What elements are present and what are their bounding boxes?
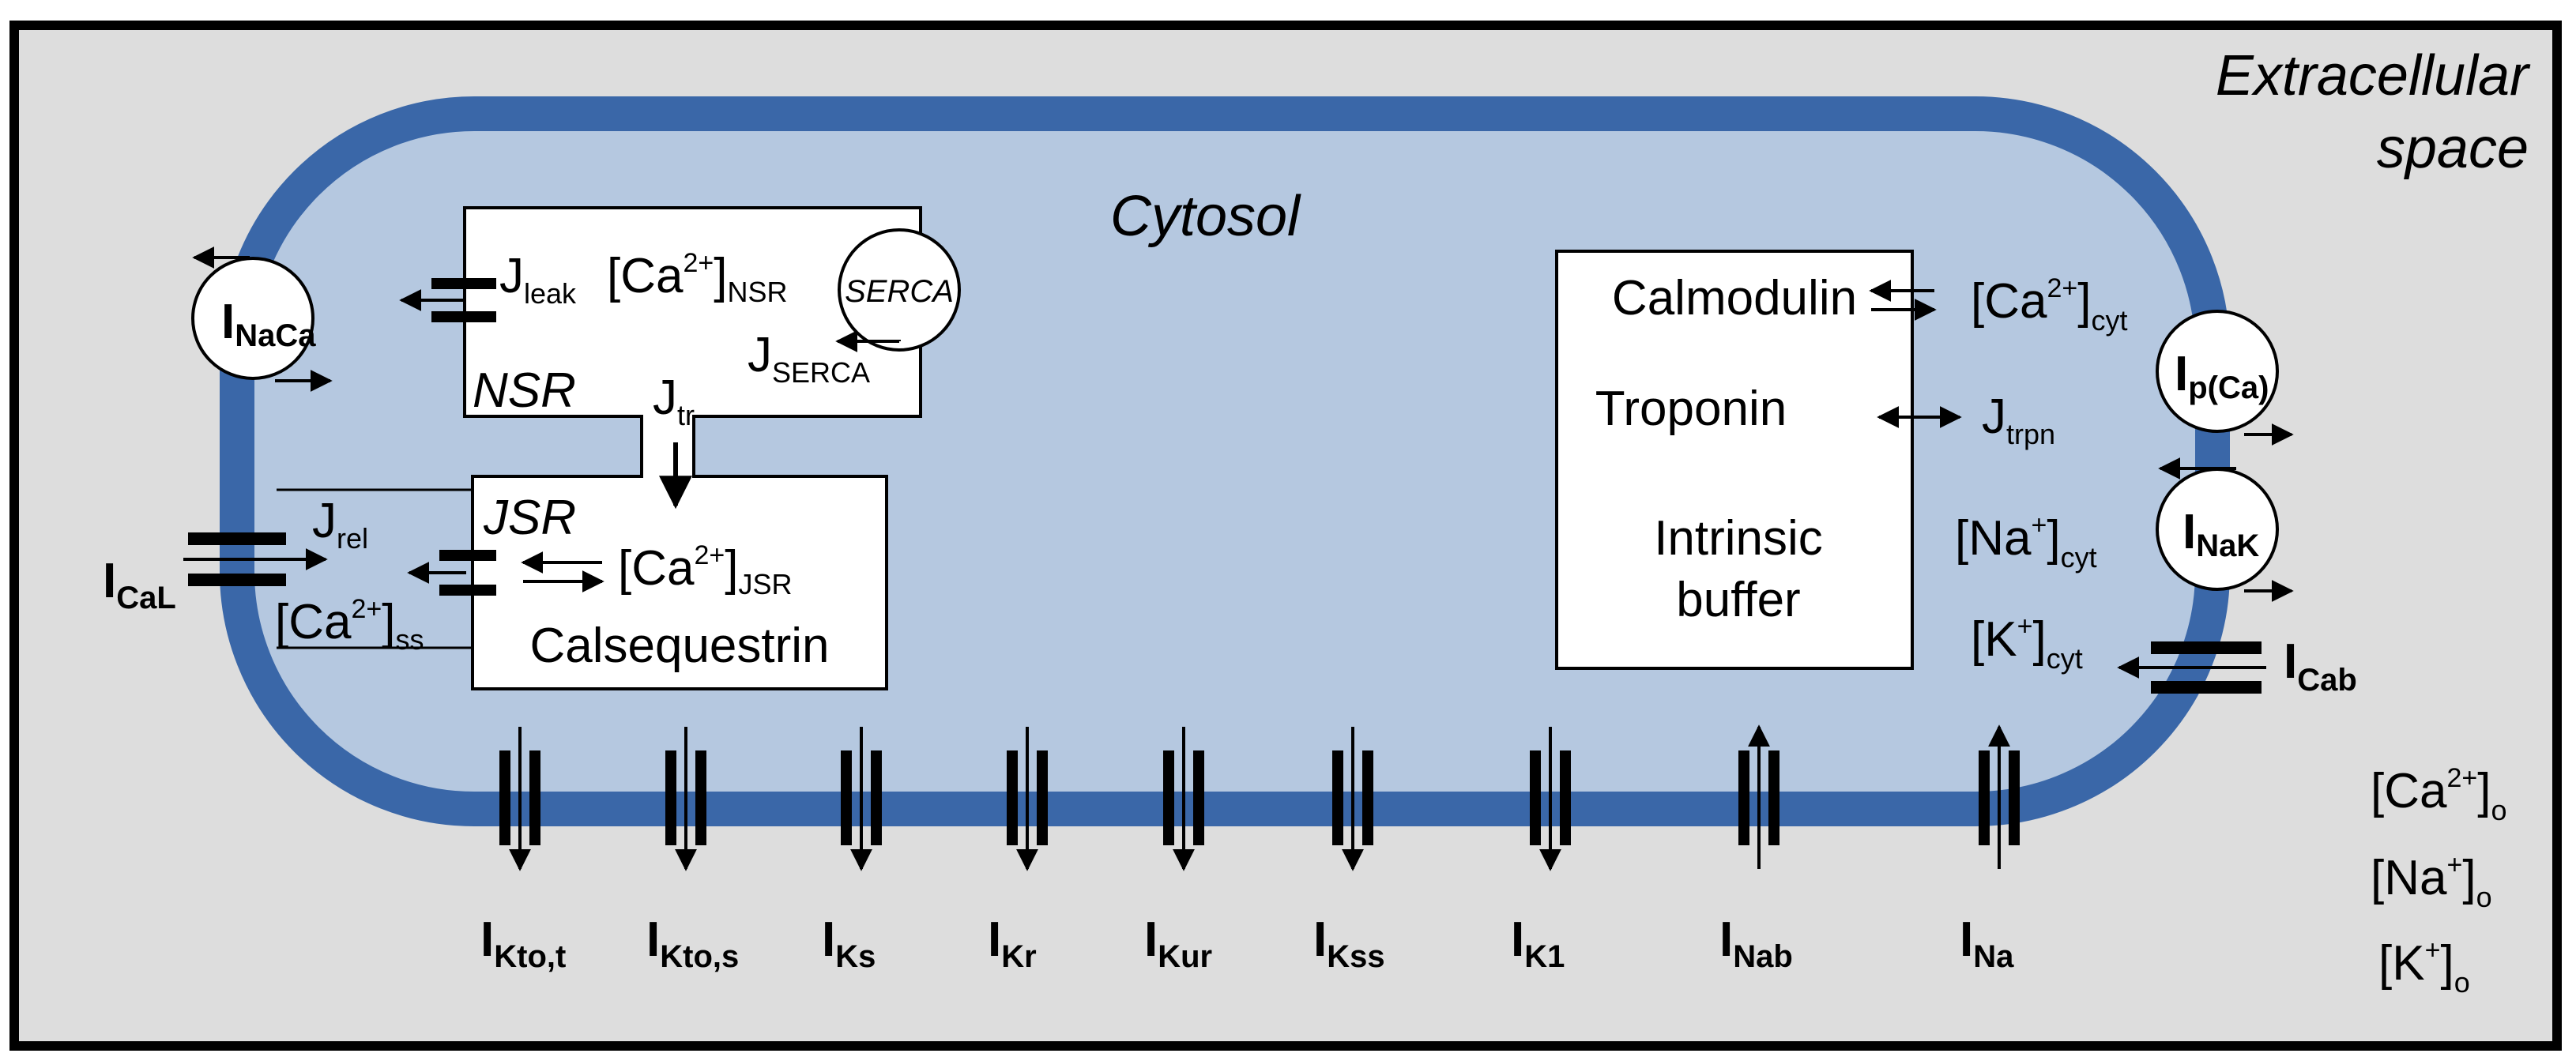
i-naca-label: INaCa [221,295,316,353]
extracellular-label-line2: space [2377,117,2529,180]
release-channel [407,550,496,596]
current-label: IK1 [1511,912,1565,974]
calmodulin-equilibrium-arrows [1869,280,1937,321]
channel-kto-t [499,727,540,871]
channel-kur [1163,727,1204,871]
current-label: IKto,s [646,912,739,974]
channel-ks [841,727,882,871]
current-label: IKs [822,912,876,974]
current-label: IKss [1313,912,1385,974]
bottom-channel-row: IKto,t IKto,s IKs IKr IKur IKss IK1 INab INa [480,724,2020,974]
i-pca-label: Ip(Ca) [2175,347,2269,405]
ca-nsr-concentration: [Ca2+]NSR [607,248,788,308]
pca-pump [2156,310,2279,433]
naca-exchanger [191,257,314,380]
channel-kr [1007,727,1048,871]
cal-channel [183,532,328,586]
current-label: INab [1719,912,1793,974]
ca-ss-concentration: [Ca2+]ss [275,594,424,656]
jsr-equilibrium-arrows [521,551,604,592]
k-cyt-concentration: [K+]cyt [1971,611,2083,675]
nsr-label: NSR [473,363,576,418]
cytosol-label: Cytosol [1110,185,1301,248]
channel-kto-s [665,727,706,871]
troponin-label: Troponin [1595,382,1787,436]
intrinsic-label-line1: Intrinsic [1654,511,1823,566]
i-cal-label: ICaL [103,554,176,615]
current-label: IKto,t [480,912,566,974]
leak-channel [399,278,496,322]
na-cyt-concentration: [Na+]cyt [1955,510,2097,574]
serca-pump [838,228,961,352]
channel-nab [1738,724,1779,869]
channel-kss [1332,727,1373,871]
j-trpn-label: Jtrpn [1982,389,2055,450]
ca-cyt-concentration: [Ca2+]cyt [1971,273,2128,337]
calsequestrin-label: Calsequestrin [529,619,829,673]
ca-jsr-concentration: [Ca2+]JSR [618,540,793,600]
i-nak-label: INaK [2182,505,2259,563]
current-label: IKur [1144,912,1212,974]
current-label: INa [1960,912,2014,974]
intrinsic-label-line2: buffer [1676,573,1800,627]
j-tr-label: Jtr [653,371,695,431]
j-leak-label: Jleak [499,249,577,310]
serca-label: SERCA [845,274,954,309]
i-cab-label: ICab [2284,634,2357,698]
calmodulin-label: Calmodulin [1612,271,1857,325]
channel-na [1979,724,2020,869]
cab-channel [2117,641,2266,694]
current-label: IKr [988,912,1037,974]
ca-o-concentration: [Ca2+]o [2371,763,2507,826]
na-o-concentration: [Na+]o [2371,850,2492,913]
channel-k1 [1530,727,1571,871]
k-o-concentration: [K+]o [2378,935,2470,999]
extracellular-label-line1: Extracellular [2216,44,2531,107]
j-serca-label: JSERCA [748,328,870,389]
j-rel-label: Jrel [312,494,368,555]
jsr-label: JSR [483,491,576,545]
buffer-box [1555,250,1914,670]
